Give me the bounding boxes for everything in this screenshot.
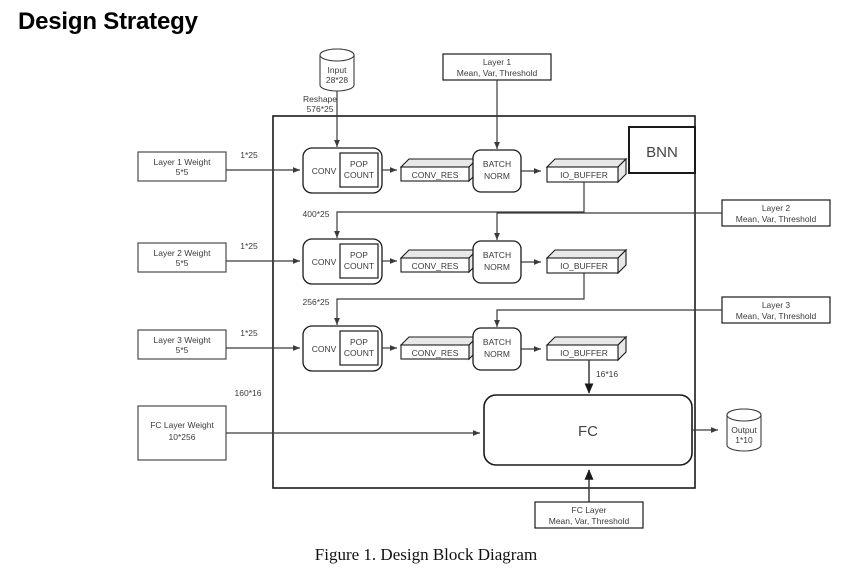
fc-layer-params-box: FC Layer Mean, Var, Threshold <box>534 501 644 529</box>
fc-layer-weight-line1: FC Layer Weight <box>150 420 214 430</box>
edge-label-layer3-in: 1*25 <box>240 328 258 338</box>
io-buffer-label-1: IO_BUFFER <box>560 170 608 180</box>
popcount-block-1 <box>339 152 379 188</box>
edge-layer3-params-to-bn3 <box>494 309 722 327</box>
fc-layer-weight-box: FC Layer Weight 10*256 <box>137 405 227 461</box>
fc-block-label: FC <box>578 423 598 440</box>
popcount-label-3-line2: COUNT <box>344 348 374 358</box>
io-buffer-block-3: IO_BUFFER <box>545 335 628 362</box>
layer-1-weight-line2: 5*5 <box>176 167 189 177</box>
popcount-label-1-line1: POP <box>350 159 368 169</box>
edge-label-fc-weight-in: 160*16 <box>235 388 262 398</box>
io-buffer-block-1: IO_BUFFER <box>545 157 628 184</box>
edge-label-layer2-feed: 400*25 <box>303 209 330 219</box>
fc-layer-weight-line2: 10*256 <box>169 432 196 442</box>
layer-3-params-line2: Mean, Var, Threshold <box>736 311 817 321</box>
conv-label-3: CONV <box>312 344 337 354</box>
conv-res-label-1: CONV_RES <box>412 170 459 180</box>
popcount-label-3-line1: POP <box>350 337 368 347</box>
conv-res-block-1: CONV_RES <box>399 157 479 183</box>
layer-2-params-line1: Layer 2 <box>762 203 791 213</box>
conv-res-block-3: CONV_RES <box>399 335 479 361</box>
batch-norm-label-2-line1: BATCH <box>483 250 511 260</box>
io-buffer-block-2: IO_BUFFER <box>545 248 628 275</box>
figure-caption: Figure 1. Design Block Diagram <box>314 545 538 564</box>
popcount-block-3 <box>339 330 379 366</box>
reshape-label-line2: 576*25 <box>307 104 334 114</box>
page-title: Design Strategy <box>18 8 198 35</box>
popcount-block-2 <box>339 243 379 279</box>
layer-3-params-line1: Layer 3 <box>762 300 791 310</box>
bnn-label-box: BNN <box>628 126 696 174</box>
layer-1-weight-box: Layer 1 Weight 5*5 <box>137 151 227 182</box>
fc-layer-params-line2: Mean, Var, Threshold <box>549 516 630 526</box>
layer-1-params-box: Layer 1 Mean, Var, Threshold <box>442 53 552 81</box>
edge-label-layer3-feed: 256*25 <box>303 297 330 307</box>
output-label-line2: 1*10 <box>735 435 753 445</box>
layer-3-params-box: Layer 3 Mean, Var, Threshold <box>721 296 831 324</box>
input-label-line2: 28*28 <box>326 75 348 85</box>
layer-3-weight-line2: 5*5 <box>176 345 189 355</box>
layer-2-params-line2: Mean, Var, Threshold <box>736 214 817 224</box>
conv-label-1: CONV <box>312 166 337 176</box>
batch-norm-label-2-line2: NORM <box>484 262 510 272</box>
edge-iobuf2-to-conv3 <box>334 273 585 325</box>
conv-label-2: CONV <box>312 257 337 267</box>
reshape-label-line1: Reshape <box>303 94 337 104</box>
layer-1-weight-line1: Layer 1 Weight <box>153 157 211 167</box>
popcount-label-1-line2: COUNT <box>344 170 374 180</box>
pipeline-row-3: CONV POP COUNT CONV_RES BATCH NORM IO_BU… <box>302 325 628 372</box>
input-cylinder: Input 28*28 <box>319 48 355 92</box>
layer-2-weight-line1: Layer 2 Weight <box>153 248 211 258</box>
batch-norm-label-1-line1: BATCH <box>483 159 511 169</box>
layer-2-weight-box: Layer 2 Weight 5*5 <box>137 242 227 273</box>
conv-res-label-3: CONV_RES <box>412 348 459 358</box>
layer-2-weight-line2: 5*5 <box>176 258 189 268</box>
io-buffer-label-3: IO_BUFFER <box>560 348 608 358</box>
conv-res-block-2: CONV_RES <box>399 248 479 274</box>
layer-3-weight-line1: Layer 3 Weight <box>153 335 211 345</box>
edge-layer2-params-to-bn2 <box>494 212 722 240</box>
layer-1-params-line2: Mean, Var, Threshold <box>457 68 538 78</box>
layer-1-params-line1: Layer 1 <box>483 57 512 67</box>
edge-label-layer1-in: 1*25 <box>240 150 258 160</box>
pipeline-row-1: CONV POP COUNT CONV_RES BATCH NORM IO_BU… <box>302 147 628 194</box>
output-cylinder: Output 1*10 <box>726 408 762 452</box>
edge-label-layer2-in: 1*25 <box>240 241 258 251</box>
edge-label-fc-feed: 16*16 <box>596 369 618 379</box>
batch-norm-label-1-line2: NORM <box>484 171 510 181</box>
layer-2-params-box: Layer 2 Mean, Var, Threshold <box>721 199 831 227</box>
popcount-label-2-line1: POP <box>350 250 368 260</box>
input-label-line1: Input <box>328 65 348 75</box>
io-buffer-label-2: IO_BUFFER <box>560 261 608 271</box>
layer-3-weight-box: Layer 3 Weight 5*5 <box>137 329 227 360</box>
conv-res-label-2: CONV_RES <box>412 261 459 271</box>
bnn-container <box>272 115 696 489</box>
batch-norm-label-3-line1: BATCH <box>483 337 511 347</box>
popcount-label-2-line2: COUNT <box>344 261 374 271</box>
bnn-label: BNN <box>646 144 678 161</box>
output-label-line1: Output <box>731 425 757 435</box>
edge-iobuf1-to-conv2 <box>334 182 585 238</box>
batch-norm-label-3-line2: NORM <box>484 349 510 359</box>
fc-layer-params-line1: FC Layer <box>572 505 607 515</box>
pipeline-row-2: CONV POP COUNT CONV_RES BATCH NORM IO_BU… <box>302 238 628 285</box>
